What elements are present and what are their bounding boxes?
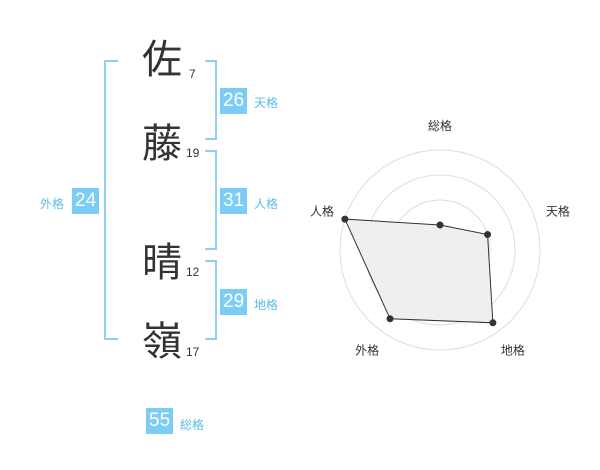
soukaku-badge: 55 bbox=[146, 408, 174, 434]
tenkaku-label: 天格 bbox=[254, 96, 279, 110]
radar-point-3 bbox=[489, 319, 497, 327]
outer-bracket bbox=[104, 60, 118, 340]
radar-polygon bbox=[344, 218, 494, 324]
tenkaku-bracket bbox=[205, 60, 217, 140]
radar-grid-ring bbox=[339, 149, 541, 351]
radar-axis-label: 総格 bbox=[428, 118, 452, 133]
stroke-count-4: 17 bbox=[186, 345, 200, 359]
stroke-count-1: 7 bbox=[189, 67, 196, 81]
name-char-1: 佐 bbox=[142, 37, 182, 83]
name-char-4: 嶺 bbox=[142, 319, 182, 365]
jinkaku-badge: 31 bbox=[220, 188, 248, 214]
chikaku-bracket bbox=[205, 260, 217, 340]
name-char-3: 晴 bbox=[142, 240, 182, 286]
stroke-count-2: 19 bbox=[186, 146, 200, 160]
jinkaku-label: 人格 bbox=[254, 197, 279, 211]
tenkaku-badge: 26 bbox=[220, 88, 248, 114]
gaikaku-badge: 24 bbox=[72, 188, 100, 214]
chikaku-label: 地格 bbox=[254, 298, 279, 312]
radar-axis-label: 地格 bbox=[501, 342, 525, 357]
radar-axis-label: 天格 bbox=[546, 204, 570, 219]
name-char-2: 藤 bbox=[142, 121, 182, 167]
radar-axis-label: 人格 bbox=[310, 204, 334, 219]
radar-point-2 bbox=[484, 231, 492, 239]
radar-axis-label: 外格 bbox=[355, 342, 379, 357]
radar-point-1 bbox=[436, 221, 444, 229]
radar-point-5 bbox=[341, 215, 349, 223]
gaikaku-label: 外格 bbox=[40, 197, 65, 211]
jinkaku-bracket bbox=[205, 150, 217, 250]
radar-point-4 bbox=[386, 315, 394, 323]
chikaku-badge: 29 bbox=[220, 289, 248, 315]
soukaku-label: 総格 bbox=[180, 418, 205, 432]
stroke-count-3: 12 bbox=[186, 265, 200, 279]
